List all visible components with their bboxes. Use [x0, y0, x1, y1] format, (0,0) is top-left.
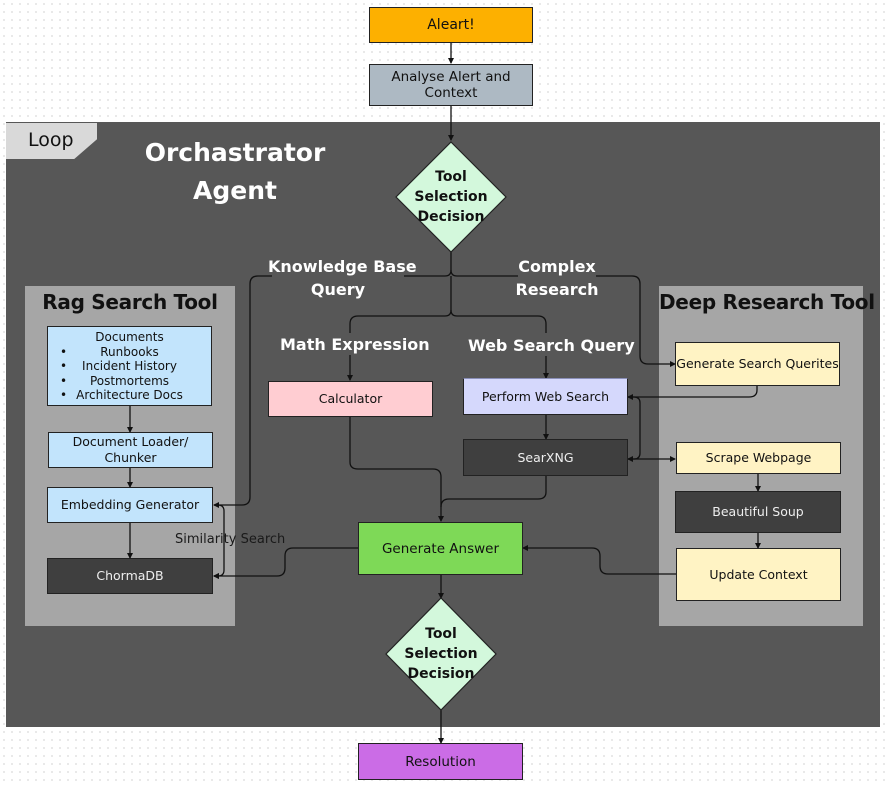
searxng-node[interactable]: SearXNG [463, 439, 628, 476]
branch-math-expression-label: Math Expression [280, 335, 430, 354]
analyse-alert-node[interactable]: Analyse Alert and Context [369, 64, 533, 106]
edge-answer-db [213, 547, 358, 579]
kb-line1: Knowledge Base [268, 257, 417, 276]
agent-title-line1: Orchastrator [144, 138, 326, 167]
calculator-node[interactable]: Calculator [268, 381, 433, 417]
document-item: Architecture Docs [48, 388, 211, 403]
alert-label: Aleart! [427, 17, 475, 33]
scrape-webpage-node[interactable]: Scrape Webpage [676, 442, 841, 474]
calculator-label: Calculator [318, 391, 383, 406]
edge-decision-complex [450, 269, 675, 364]
loader-label: Document Loader/ Chunker [72, 434, 189, 465]
document-item: Postmortems [48, 374, 211, 389]
branch-complex-research-label: Complex Research [512, 255, 602, 301]
generate-queries-label: Generate Search Querites [676, 356, 839, 371]
update-context-label: Update Context [709, 566, 808, 582]
generate-answer-label: Generate Answer [381, 540, 500, 557]
branch-web-search-label: Web Search Query [468, 336, 635, 355]
agent-title-line2: Agent [193, 176, 277, 205]
documents-node[interactable]: Documents Runbooks Incident History Post… [47, 326, 212, 406]
complex-line1: Complex [518, 257, 596, 276]
edge-searxng-answer [440, 476, 547, 508]
complex-line2: Research [515, 280, 599, 299]
decision-top-diamond [395, 141, 507, 253]
edge-update-answer [522, 545, 676, 575]
document-loader-node[interactable]: Document Loader/ Chunker [48, 432, 213, 468]
perform-web-search-node[interactable]: Perform Web Search [463, 378, 628, 415]
resolution-node[interactable]: Resolution [358, 743, 523, 780]
decision-bottom-diamond [385, 597, 497, 711]
analyse-label: Analyse Alert and Context [391, 69, 511, 101]
update-context-node[interactable]: Update Context [676, 548, 841, 601]
perform-web-search-label: Perform Web Search [481, 388, 610, 404]
rag-panel-title: Rag Search Tool [42, 290, 218, 314]
generate-answer-node[interactable]: Generate Answer [358, 522, 523, 575]
edge-perform-searxng-loop [627, 396, 641, 462]
edge-calculator-answer [349, 417, 444, 522]
chromadb-label: ChormaDB [96, 568, 164, 583]
chromadb-node[interactable]: ChormaDB [47, 558, 213, 594]
searxng-label: SearXNG [517, 449, 574, 465]
resolution-label: Resolution [405, 753, 476, 770]
document-item: Runbooks [48, 345, 211, 360]
branch-knowledge-base-label: Knowledge Base Query [268, 255, 417, 301]
generate-search-queries-node[interactable]: Generate Search Querites [675, 342, 840, 386]
beautiful-soup-node[interactable]: Beautiful Soup [675, 491, 841, 533]
embedding-generator-node[interactable]: Embedding Generator [47, 487, 213, 523]
alert-node[interactable]: Aleart! [369, 7, 533, 43]
document-item: Incident History [48, 359, 211, 374]
orchestrator-agent-title: Orchastrator Agent [140, 134, 330, 210]
beautiful-soup-label: Beautiful Soup [712, 504, 804, 519]
documents-heading: Documents [95, 330, 164, 344]
deep-panel-title: Deep Research Tool [659, 290, 875, 314]
similarity-search-label: Similarity Search [175, 532, 286, 547]
scrape-label: Scrape Webpage [705, 450, 812, 465]
kb-line2: Query [310, 280, 366, 299]
edge-queries-perform [627, 386, 758, 400]
embedding-label: Embedding Generator [60, 497, 200, 512]
edge-decision-web [450, 309, 546, 378]
